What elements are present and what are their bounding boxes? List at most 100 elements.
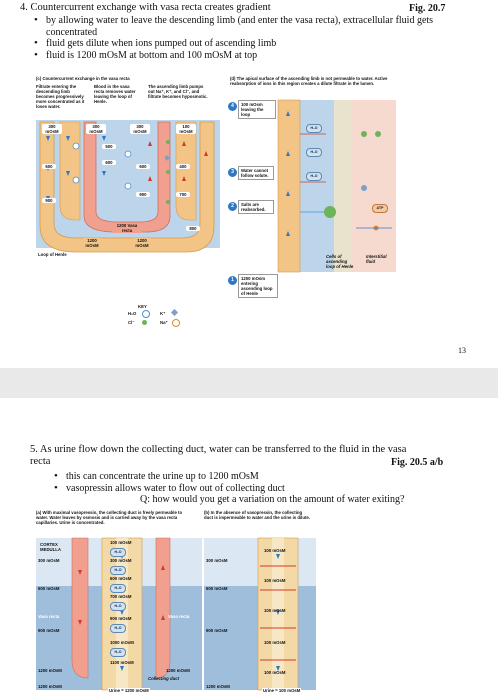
callout: 1200 mOsm entering ascending loop of Hen… — [238, 274, 278, 298]
duct-value: 100 mOsM — [264, 640, 286, 645]
water-molecule: H₂O — [110, 548, 126, 557]
blood-label: Blood in the vasa recta removes water le… — [94, 84, 136, 104]
water-molecule: H₂O — [110, 602, 126, 611]
loop-diagram — [36, 120, 220, 253]
water-molecule: H₂O — [306, 148, 322, 157]
interstitial-label: Interstitial fluid — [366, 254, 387, 264]
step-badge: 3 — [228, 168, 237, 177]
interstitial-value: 1200 mOsM — [38, 684, 62, 689]
figure-key: KEY H₂O K⁺ Cl⁻ Na⁺ — [128, 304, 198, 334]
duct-value: 100 mOsM — [264, 548, 286, 553]
water-molecule: H₂O — [110, 648, 126, 657]
duct-value: 100 mOsM — [264, 670, 286, 675]
step-badge: 4 — [228, 102, 237, 111]
interstitial-value: 300 mOsM — [38, 558, 60, 563]
callout: 100 mOsm leaving the loop — [238, 100, 276, 119]
water-molecule: H₂O — [306, 172, 322, 181]
ascending-label: The ascending limb pumps out Na⁺, K⁺, an… — [148, 84, 208, 99]
key-label: Cl⁻ — [128, 320, 135, 325]
duct-value: 100 mOsM — [264, 578, 286, 583]
bullet-item: vasopressin allows water to flow out of … — [52, 483, 452, 495]
page-1: 4. Countercurrent exchange with vasa rec… — [0, 0, 498, 368]
value-box: 600 — [42, 164, 56, 169]
value-box: 100 mOsM — [176, 124, 196, 134]
question-text: Q: how would you get a variation on the … — [140, 494, 405, 505]
water-molecule: H₂O — [110, 566, 126, 575]
duct-value: 100 mOsM — [110, 540, 132, 545]
callout: Water cannot follow solute. — [238, 166, 274, 180]
key-label: K⁺ — [160, 311, 166, 316]
figure-title: (c) Countercurrent exchange in the vasa … — [36, 76, 130, 81]
water-icon — [142, 310, 150, 318]
bullet-item: this can concentrate the urine up to 120… — [52, 471, 452, 483]
chloride-icon — [142, 320, 147, 325]
interstitial-value: 600 mOsM — [38, 586, 60, 591]
bullet-item: by allowing water to leave the descendin… — [32, 15, 472, 38]
figure-countercurrent-exchange: (c) Countercurrent exchange in the vasa … — [36, 76, 220, 266]
figure-reference: Fig. 20.5 a/b — [391, 457, 444, 468]
loop-of-henle-label: Loop of Henle — [38, 252, 67, 257]
bullet-item: fluid is 1200 mOsM at bottom and 100 mOs… — [32, 50, 472, 62]
figure-no-vasopressin: (b) In the absence of vasopressin, the c… — [204, 510, 316, 696]
interstitial-value: 900 mOsM — [206, 628, 228, 633]
water-molecule: H₂O — [110, 584, 126, 593]
bullet-list: by allowing water to leave the descendin… — [32, 15, 472, 61]
interstitial-value: 900 mOsM — [38, 628, 60, 633]
figure-reference: Fig. 20.7 — [409, 3, 446, 14]
figure-max-vasopressin: (a) With maximal vasopressin, the collec… — [36, 510, 202, 696]
value-box: 600 — [102, 160, 116, 165]
value-box: 300 mOsM — [42, 124, 62, 134]
value-box: 800 — [186, 226, 200, 231]
filtrate-label: Filtrate entering the descending limb be… — [36, 84, 85, 109]
cell-label: Cells of ascending loop of Henle — [326, 254, 354, 269]
urine-label: Urine = 100 mOsM — [262, 688, 302, 693]
figure-title: (b) In the absence of vasopressin, the c… — [204, 510, 311, 520]
bullet-list: this can concentrate the urine up to 120… — [52, 471, 452, 494]
figure-title: (d) The apical surface of the ascending … — [230, 76, 388, 86]
step-badge: 2 — [228, 202, 237, 211]
key-label: H₂O — [128, 311, 137, 316]
figure-ascending-limb: (d) The apical surface of the ascending … — [226, 76, 396, 306]
key-label: Na⁺ — [160, 320, 168, 325]
duct-value: 700 mOsM — [110, 594, 132, 599]
vasa-recta-label: Vasa recta — [168, 614, 190, 619]
callout: Salts are reabsorbed. — [238, 200, 274, 214]
collecting-duct-label: Collecting duct — [148, 676, 180, 681]
value-box: 300 mOsM — [86, 124, 106, 134]
value-box: 1200 mOsM — [82, 238, 102, 248]
interstitial-value: 1200 mOsM — [206, 684, 230, 689]
ascending-limb-diagram — [277, 99, 396, 273]
value-box: 1200 mOsM — [132, 238, 152, 248]
key-title: KEY — [138, 304, 147, 309]
page-number: 13 — [458, 346, 466, 355]
atp-marker: ATP — [372, 204, 388, 213]
figure-title: (a) With maximal vasopressin, the collec… — [36, 510, 183, 525]
section-heading-5-line2: recta — [30, 456, 51, 467]
step-badge: 1 — [228, 276, 237, 285]
value-box: 900 — [136, 192, 150, 197]
value-box: 300 mOsM — [130, 124, 150, 134]
value-box: 500 — [102, 144, 116, 149]
duct-value: 100 mOsM — [264, 608, 286, 613]
duct-value: 300 mOsM — [110, 558, 132, 563]
vasa-recta-value: 1200 Vasa recta — [112, 223, 142, 233]
value-box: 700 — [176, 192, 190, 197]
vasa-recta-label: Vasa recta — [38, 614, 60, 619]
water-molecule: H₂O — [110, 624, 126, 633]
interstitial-value: 300 mOsM — [206, 558, 228, 563]
value-box: 900 — [42, 198, 56, 203]
page-gap — [0, 368, 498, 398]
page-2: 5. As urine flow down the collecting duc… — [0, 398, 498, 700]
duct-value: 600 mOsM — [110, 576, 132, 581]
section-heading-4: 4. Countercurrent exchange with vasa rec… — [20, 2, 271, 13]
duct-value: 900 mOsM — [110, 616, 132, 621]
potassium-icon — [170, 308, 179, 317]
bullet-item: fluid gets dilute when ions pumped out o… — [32, 38, 472, 50]
urine-label: Urine = 1200 mOsM — [108, 688, 150, 693]
duct-value: 1100 mOsM — [110, 660, 134, 665]
cortex-medulla-label: CORTEX MEDULLA — [40, 542, 62, 552]
value-box: 600 — [136, 164, 150, 169]
interstitial-value: 1200 mOsM — [166, 668, 190, 673]
interstitial-value: 600 mOsM — [206, 586, 228, 591]
duct-value: 1000 mOsM — [110, 640, 134, 645]
